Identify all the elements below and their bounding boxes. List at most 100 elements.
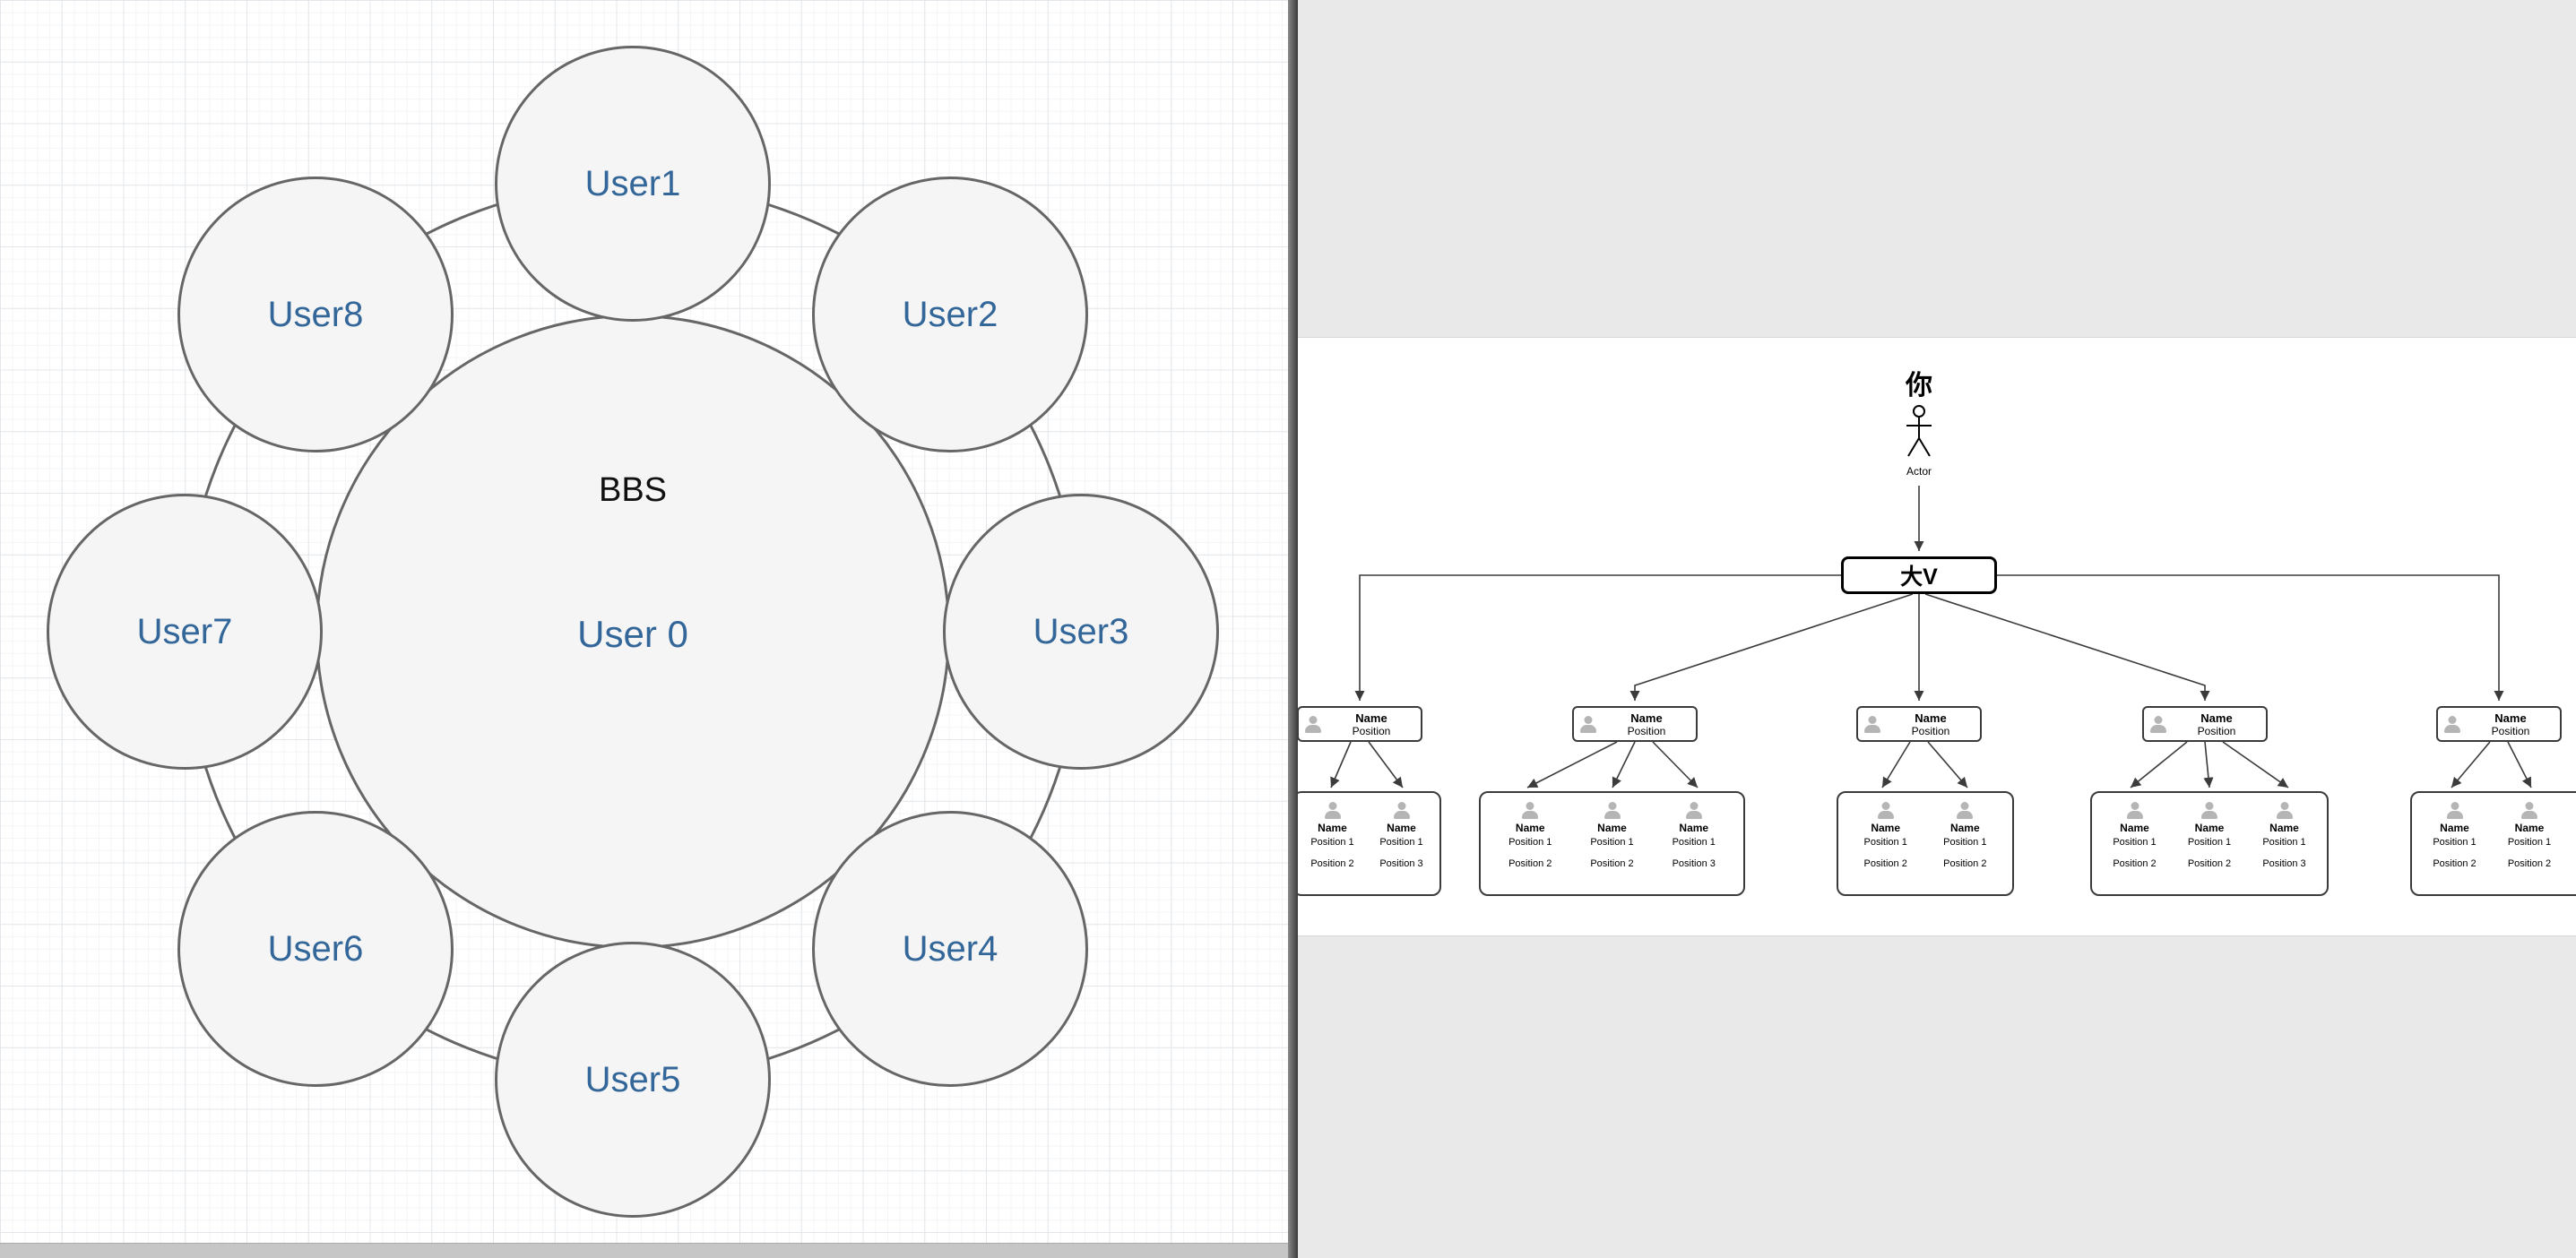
member-position: Position 1 bbox=[1943, 837, 1987, 848]
node-user4-label: User4 bbox=[902, 928, 998, 969]
member-position: Position 2 bbox=[2507, 858, 2552, 869]
org-node-name: Name bbox=[2200, 711, 2233, 725]
org-node-position: Position bbox=[1352, 724, 1391, 737]
member-node[interactable]: Name Position 1 Position 3 bbox=[2569, 802, 2576, 869]
node-user6-label: User6 bbox=[267, 928, 364, 969]
member-name: Name bbox=[1679, 822, 1709, 834]
member-position: Position 2 bbox=[2433, 858, 2477, 869]
actor-icon[interactable] bbox=[1904, 404, 1934, 461]
member-position: Position 3 bbox=[2262, 858, 2306, 869]
member-position: Position 1 bbox=[1672, 837, 1716, 848]
user0-label: User 0 bbox=[577, 613, 688, 655]
member-group-4[interactable]: Name Position 1 Position 2 Name Position… bbox=[2090, 791, 2329, 896]
bbs-label: BBS bbox=[598, 471, 668, 509]
org-node-name: Name bbox=[1630, 711, 1663, 725]
member-position: Position 2 bbox=[1310, 858, 1354, 869]
member-name: Name bbox=[2514, 822, 2545, 834]
member-node[interactable]: Name Position 1 Position 2 bbox=[1929, 802, 2001, 869]
member-position: Position 2 bbox=[1508, 858, 1552, 869]
member-position: Position 3 bbox=[1672, 858, 1716, 869]
member-position: Position 1 bbox=[1590, 837, 1634, 848]
node-user8-label: User8 bbox=[267, 294, 364, 334]
member-node[interactable]: Name Position 1 Position 2 bbox=[2419, 802, 2491, 869]
member-node[interactable]: Name Position 1 Position 2 bbox=[1850, 802, 1922, 869]
member-name: Name bbox=[2269, 822, 2299, 834]
window-divider bbox=[1288, 0, 1298, 1258]
person-icon bbox=[1685, 802, 1703, 819]
horizontal-scrollbar[interactable] bbox=[0, 1243, 1288, 1258]
member-position: Position 1 bbox=[2507, 837, 2552, 848]
member-group-5[interactable]: Name Position 1 Position 2 Name Position… bbox=[2410, 791, 2576, 896]
org-node-position: Position bbox=[2491, 724, 2530, 737]
person-icon bbox=[2276, 802, 2294, 819]
member-node[interactable]: Name Position 1 Position 2 bbox=[2494, 802, 2565, 869]
node-user2[interactable]: User2 bbox=[812, 177, 1088, 452]
node-user7-label: User7 bbox=[136, 611, 233, 651]
member-group-1[interactable]: Name Position 1 Position 2 Name Position… bbox=[1298, 791, 1441, 896]
root-node[interactable]: 大V bbox=[1841, 556, 1997, 594]
member-name: Name bbox=[1949, 822, 1980, 834]
org-node-name: Name bbox=[1915, 711, 1947, 725]
member-node[interactable]: Name Position 1 Position 2 bbox=[1494, 802, 1566, 869]
member-node[interactable]: Name Position 1 Position 2 bbox=[1298, 802, 1367, 869]
you-label: 你 bbox=[1906, 371, 1932, 401]
member-position: Position 1 bbox=[1379, 837, 1423, 848]
person-icon bbox=[2520, 802, 2538, 819]
member-position: Position 3 bbox=[1379, 858, 1423, 869]
member-node[interactable]: Name Position 1 Position 2 bbox=[2174, 802, 2245, 869]
org-node-position: Position bbox=[1911, 724, 1950, 737]
member-position: Position 2 bbox=[1590, 858, 1634, 869]
member-position: Position 1 bbox=[1508, 837, 1552, 848]
node-user7[interactable]: User7 bbox=[47, 494, 323, 770]
person-icon bbox=[1393, 802, 1411, 819]
member-position: Position 1 bbox=[1863, 837, 1907, 848]
node-user2-label: User2 bbox=[902, 294, 998, 334]
org-node-position: Position bbox=[1627, 724, 1666, 737]
member-node[interactable]: Name Position 1 Position 3 bbox=[1367, 802, 1436, 869]
member-position: Position 1 bbox=[2262, 837, 2306, 848]
member-node[interactable]: Name Position 1 Position 2 bbox=[1577, 802, 1648, 869]
person-icon bbox=[1863, 716, 1881, 733]
member-position: Position 2 bbox=[1863, 858, 1907, 869]
node-user5[interactable]: User5 bbox=[495, 942, 771, 1218]
member-position: Position 1 bbox=[1310, 837, 1354, 848]
person-icon bbox=[1521, 802, 1539, 819]
person-icon bbox=[1324, 802, 1342, 819]
node-user4[interactable]: User4 bbox=[812, 811, 1088, 1087]
member-node[interactable]: Name Position 1 Position 3 bbox=[1658, 802, 1730, 869]
person-icon bbox=[2149, 716, 2167, 733]
member-name: Name bbox=[2194, 822, 2225, 834]
member-name: Name bbox=[1597, 822, 1627, 834]
member-position: Position 1 bbox=[2433, 837, 2477, 848]
member-position: Position 1 bbox=[2187, 837, 2232, 848]
member-node[interactable]: Name Position 1 Position 3 bbox=[2249, 802, 2321, 869]
org-node-name: Name bbox=[2494, 711, 2527, 725]
org-node-position: Position bbox=[2197, 724, 2236, 737]
member-position: Position 2 bbox=[1943, 858, 1987, 869]
member-name: Name bbox=[1387, 822, 1416, 834]
node-user3[interactable]: User3 bbox=[943, 494, 1219, 770]
member-name: Name bbox=[2120, 822, 2149, 834]
node-user1[interactable]: User1 bbox=[495, 46, 771, 322]
person-icon bbox=[2200, 802, 2218, 819]
member-position: Position 2 bbox=[2113, 858, 2157, 869]
member-group-3[interactable]: Name Position 1 Position 2 Name Position… bbox=[1837, 791, 2014, 896]
node-user8[interactable]: User8 bbox=[177, 177, 454, 452]
member-node[interactable]: Name Position 1 Position 2 bbox=[2099, 802, 2171, 869]
member-position: Position 1 bbox=[2113, 837, 2157, 848]
member-group-2[interactable]: Name Position 1 Position 2 Name Position… bbox=[1479, 791, 1745, 896]
actor-label: Actor bbox=[1906, 465, 1932, 478]
member-name: Name bbox=[1871, 822, 1900, 834]
node-user6[interactable]: User6 bbox=[177, 811, 454, 1087]
person-icon bbox=[1877, 802, 1895, 819]
node-user5-label: User5 bbox=[584, 1059, 681, 1099]
grid-canvas[interactable]: BBS User 0 User1 User2 User3 User4 User5… bbox=[0, 0, 1288, 1258]
